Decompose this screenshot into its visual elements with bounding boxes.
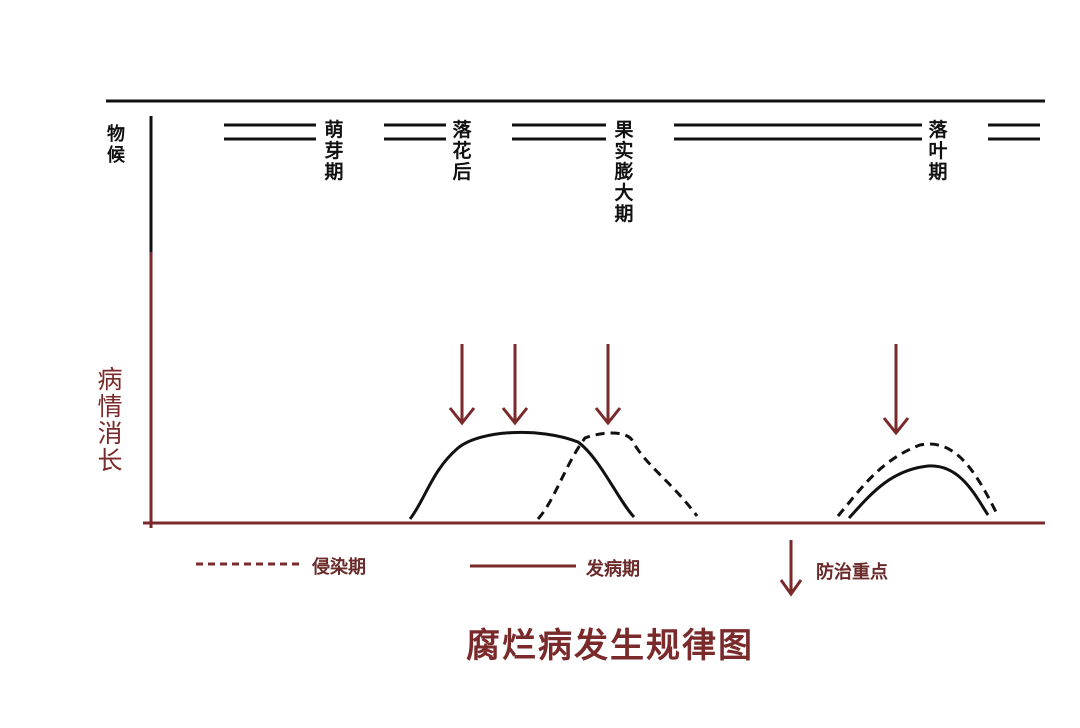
disease-level-label: 病情消长	[97, 365, 123, 475]
infection-curve-2	[836, 442, 999, 517]
legend-infection-label: 侵染期	[312, 557, 366, 578]
legend-onset-label: 发病期	[586, 559, 640, 580]
legend-control-label: 防治重点	[816, 562, 888, 583]
control-arrow-4	[882, 344, 910, 436]
stage-label-after-bloom: 落花后	[452, 119, 472, 183]
stage-label-fruit-expansion: 果实膨大期	[614, 119, 634, 225]
onset-curve-2	[847, 464, 990, 520]
stage-label-leaf-fall: 落叶期	[928, 119, 948, 183]
phenology-label: 物候	[107, 124, 125, 166]
control-arrow-2	[501, 344, 529, 426]
legend-control-arrow-icon	[779, 540, 803, 597]
diagram-title: 腐烂病发生规律图	[466, 626, 754, 666]
stage-label-sprouting: 萌芽期	[324, 119, 344, 183]
control-arrow-1	[448, 344, 476, 426]
control-arrows	[448, 344, 910, 436]
infection-curve-1	[536, 431, 699, 520]
control-arrow-3	[594, 344, 622, 426]
onset-curve-1	[408, 430, 636, 520]
phenology-timeline	[224, 123, 1040, 141]
